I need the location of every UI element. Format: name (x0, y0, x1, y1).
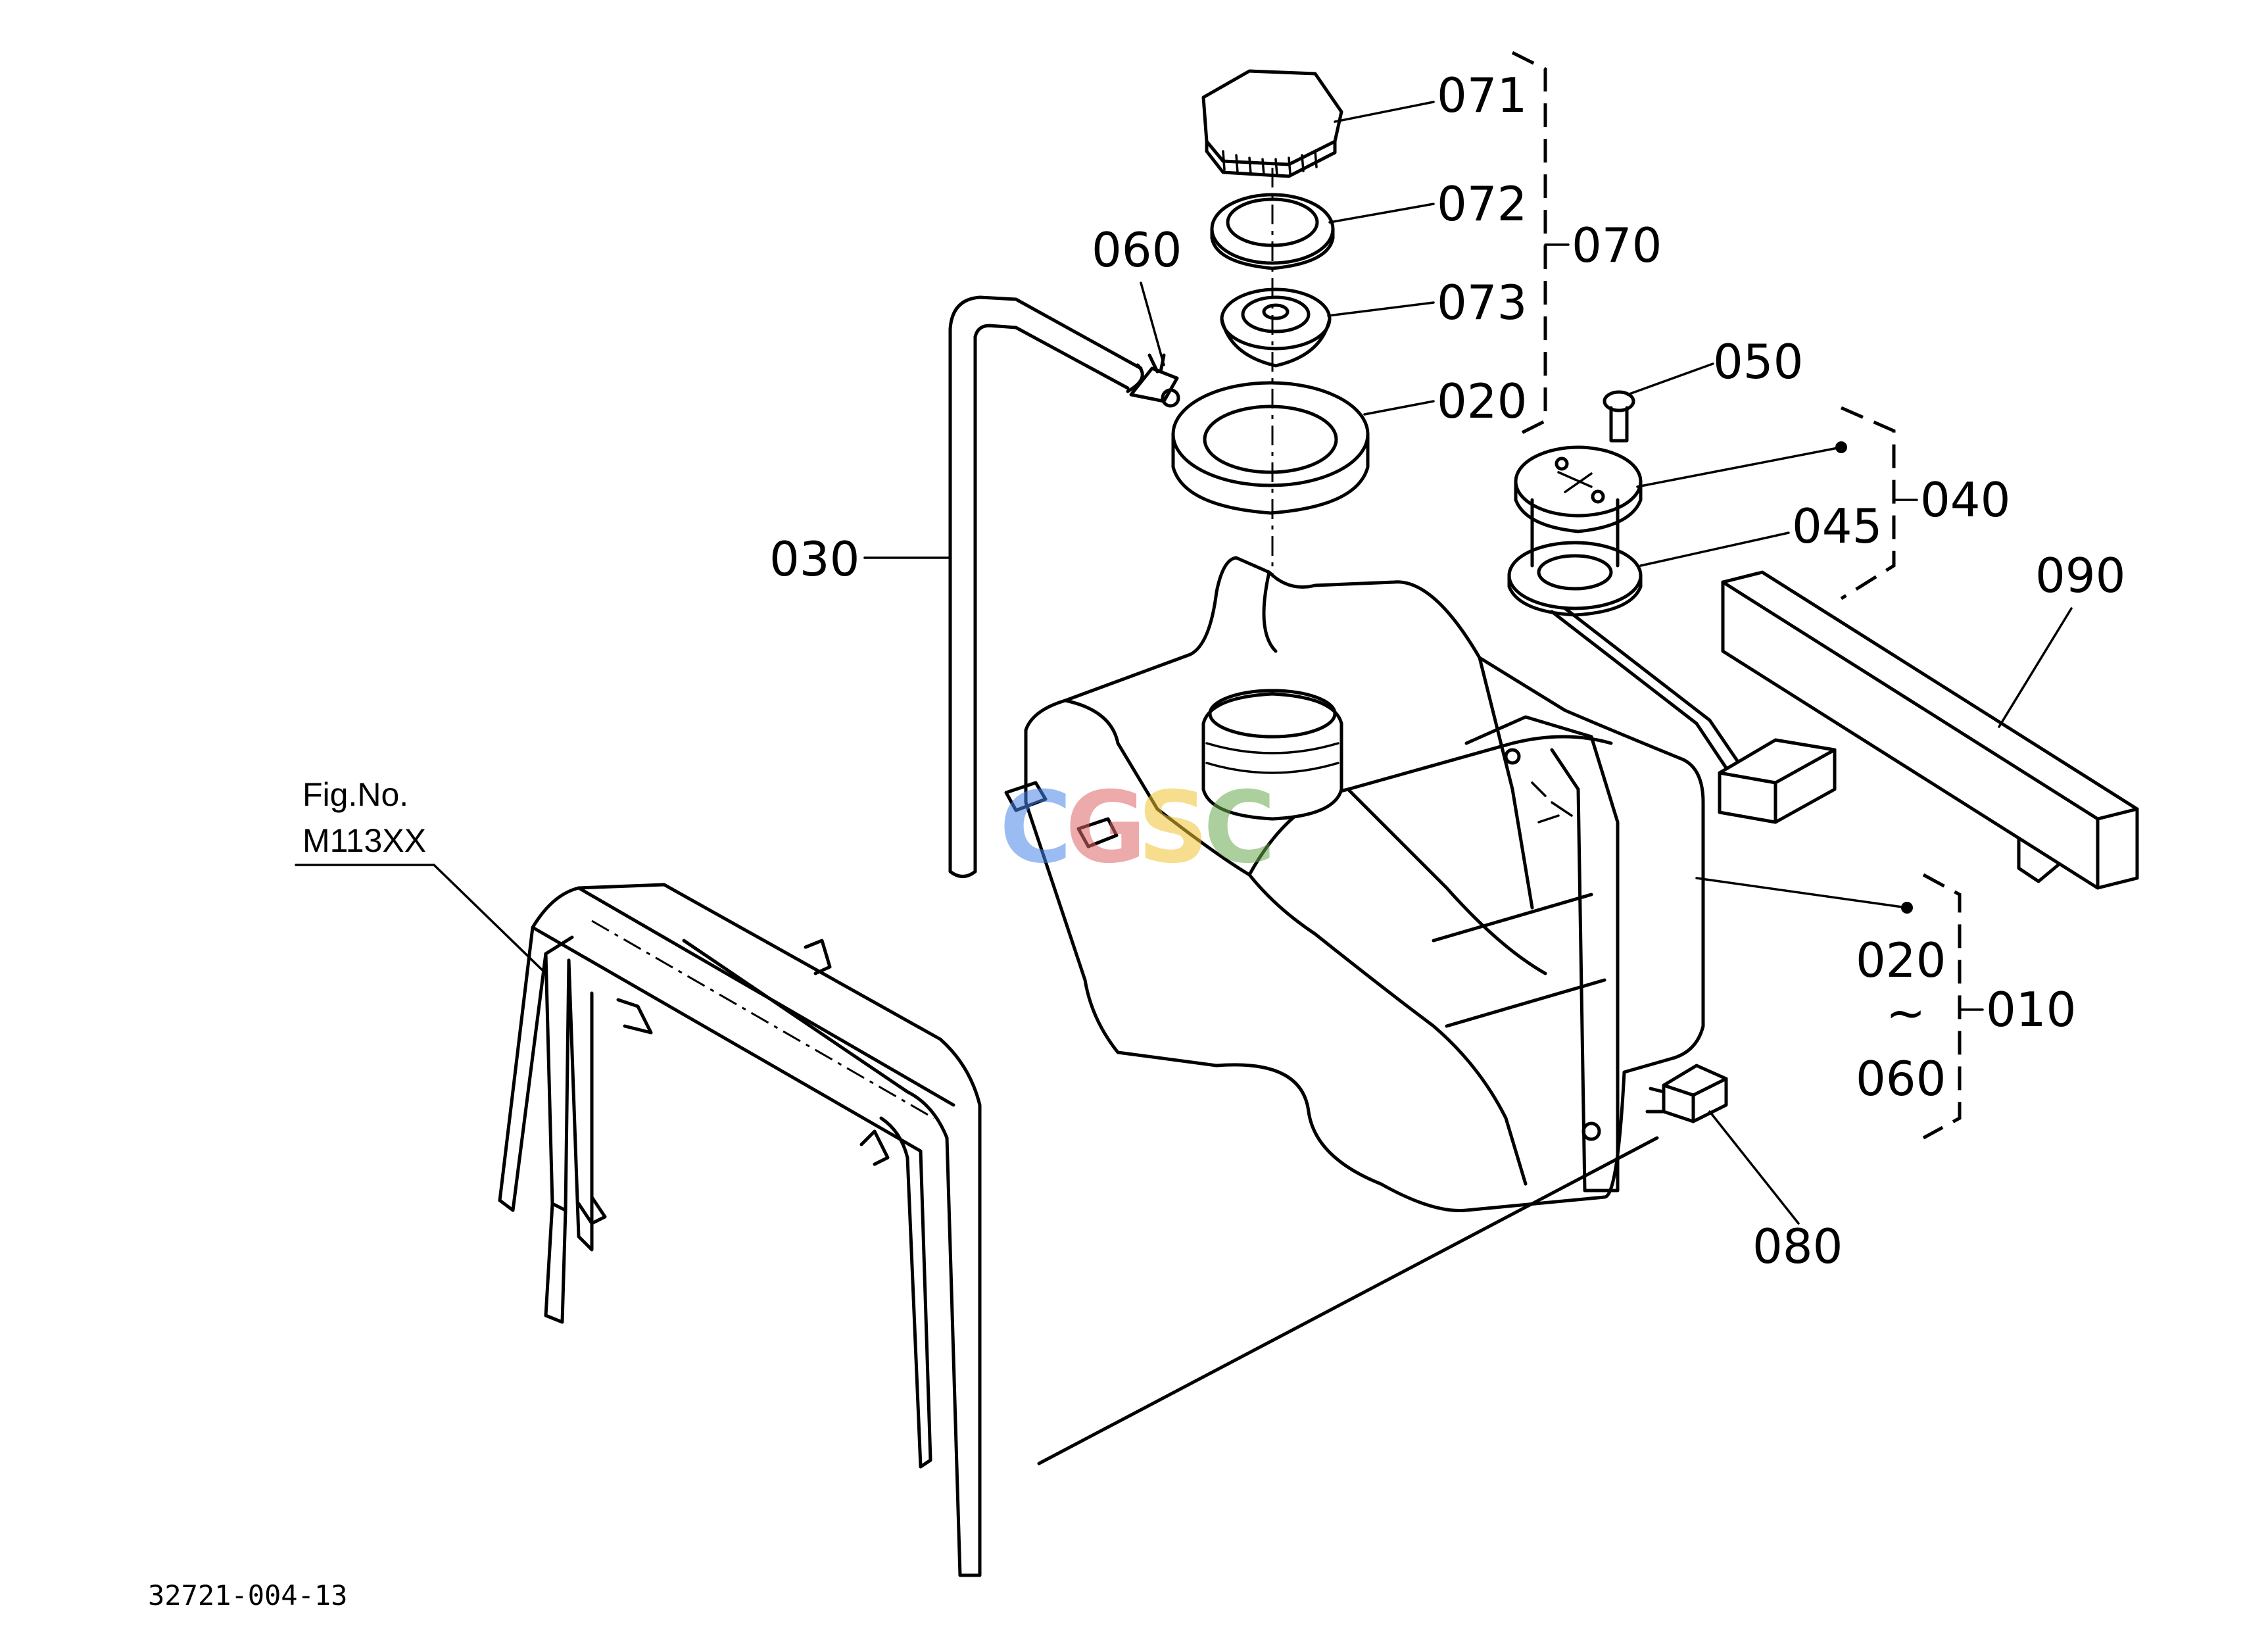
callout-020-range: 020 (1856, 933, 1946, 988)
callout-060-top: 060 (1092, 222, 1182, 278)
part-045-gasket[interactable] (1507, 541, 1643, 617)
part-080-drain-plug[interactable] (1645, 1064, 1728, 1123)
callout-040: 040 (1920, 472, 2010, 528)
fig-ref-label-line2: M113XX (302, 822, 426, 859)
callout-090: 090 (2035, 548, 2125, 603)
svg-text:S: S (1138, 771, 1209, 885)
fig-ref-label-line1: Fig.No. (302, 776, 408, 813)
part-030-breather-hose[interactable] (948, 295, 1144, 878)
callout-labels: 071 072 073 070 020 060 050 040 045 030 … (148, 68, 2125, 1611)
leader-lines (295, 101, 2073, 1225)
callout-080: 080 (1752, 1219, 1843, 1274)
sender-float-arm (1550, 606, 1837, 824)
part-040-sender-unit[interactable] (1514, 445, 1643, 568)
part-020-filler-neck[interactable] (1171, 381, 1370, 515)
bonnet-frame (498, 883, 1659, 1577)
callout-070: 070 (1572, 218, 1662, 273)
callout-010: 010 (1986, 982, 2076, 1037)
part-090-cushion[interactable] (1721, 570, 2139, 890)
part-071-filler-cap[interactable] (1201, 69, 1343, 178)
callout-020-top: 020 (1437, 374, 1527, 429)
callout-071: 071 (1437, 68, 1527, 123)
svg-text:C: C (1000, 771, 1072, 885)
svg-text:G: G (1065, 771, 1146, 885)
part-073-filter[interactable] (1220, 287, 1332, 368)
callout-045: 045 (1792, 499, 1882, 554)
group-brackets (1511, 51, 1984, 1140)
callout-072: 072 (1437, 176, 1527, 232)
watermark-logo: C G S C (1000, 771, 1276, 885)
drawing-code: 32721-004-13 (148, 1579, 347, 1611)
callout-range-tilde: ~ (1886, 985, 1925, 1041)
callout-030: 030 (769, 531, 859, 587)
part-060-hose-clamp[interactable] (1129, 353, 1180, 408)
part-010-fuel-tank[interactable] (1004, 556, 1705, 1212)
part-050-screw[interactable] (1603, 390, 1635, 443)
callout-050: 050 (1713, 334, 1803, 389)
svg-text:C: C (1203, 771, 1276, 885)
callout-060-range: 060 (1856, 1051, 1946, 1106)
callout-073: 073 (1437, 275, 1527, 330)
